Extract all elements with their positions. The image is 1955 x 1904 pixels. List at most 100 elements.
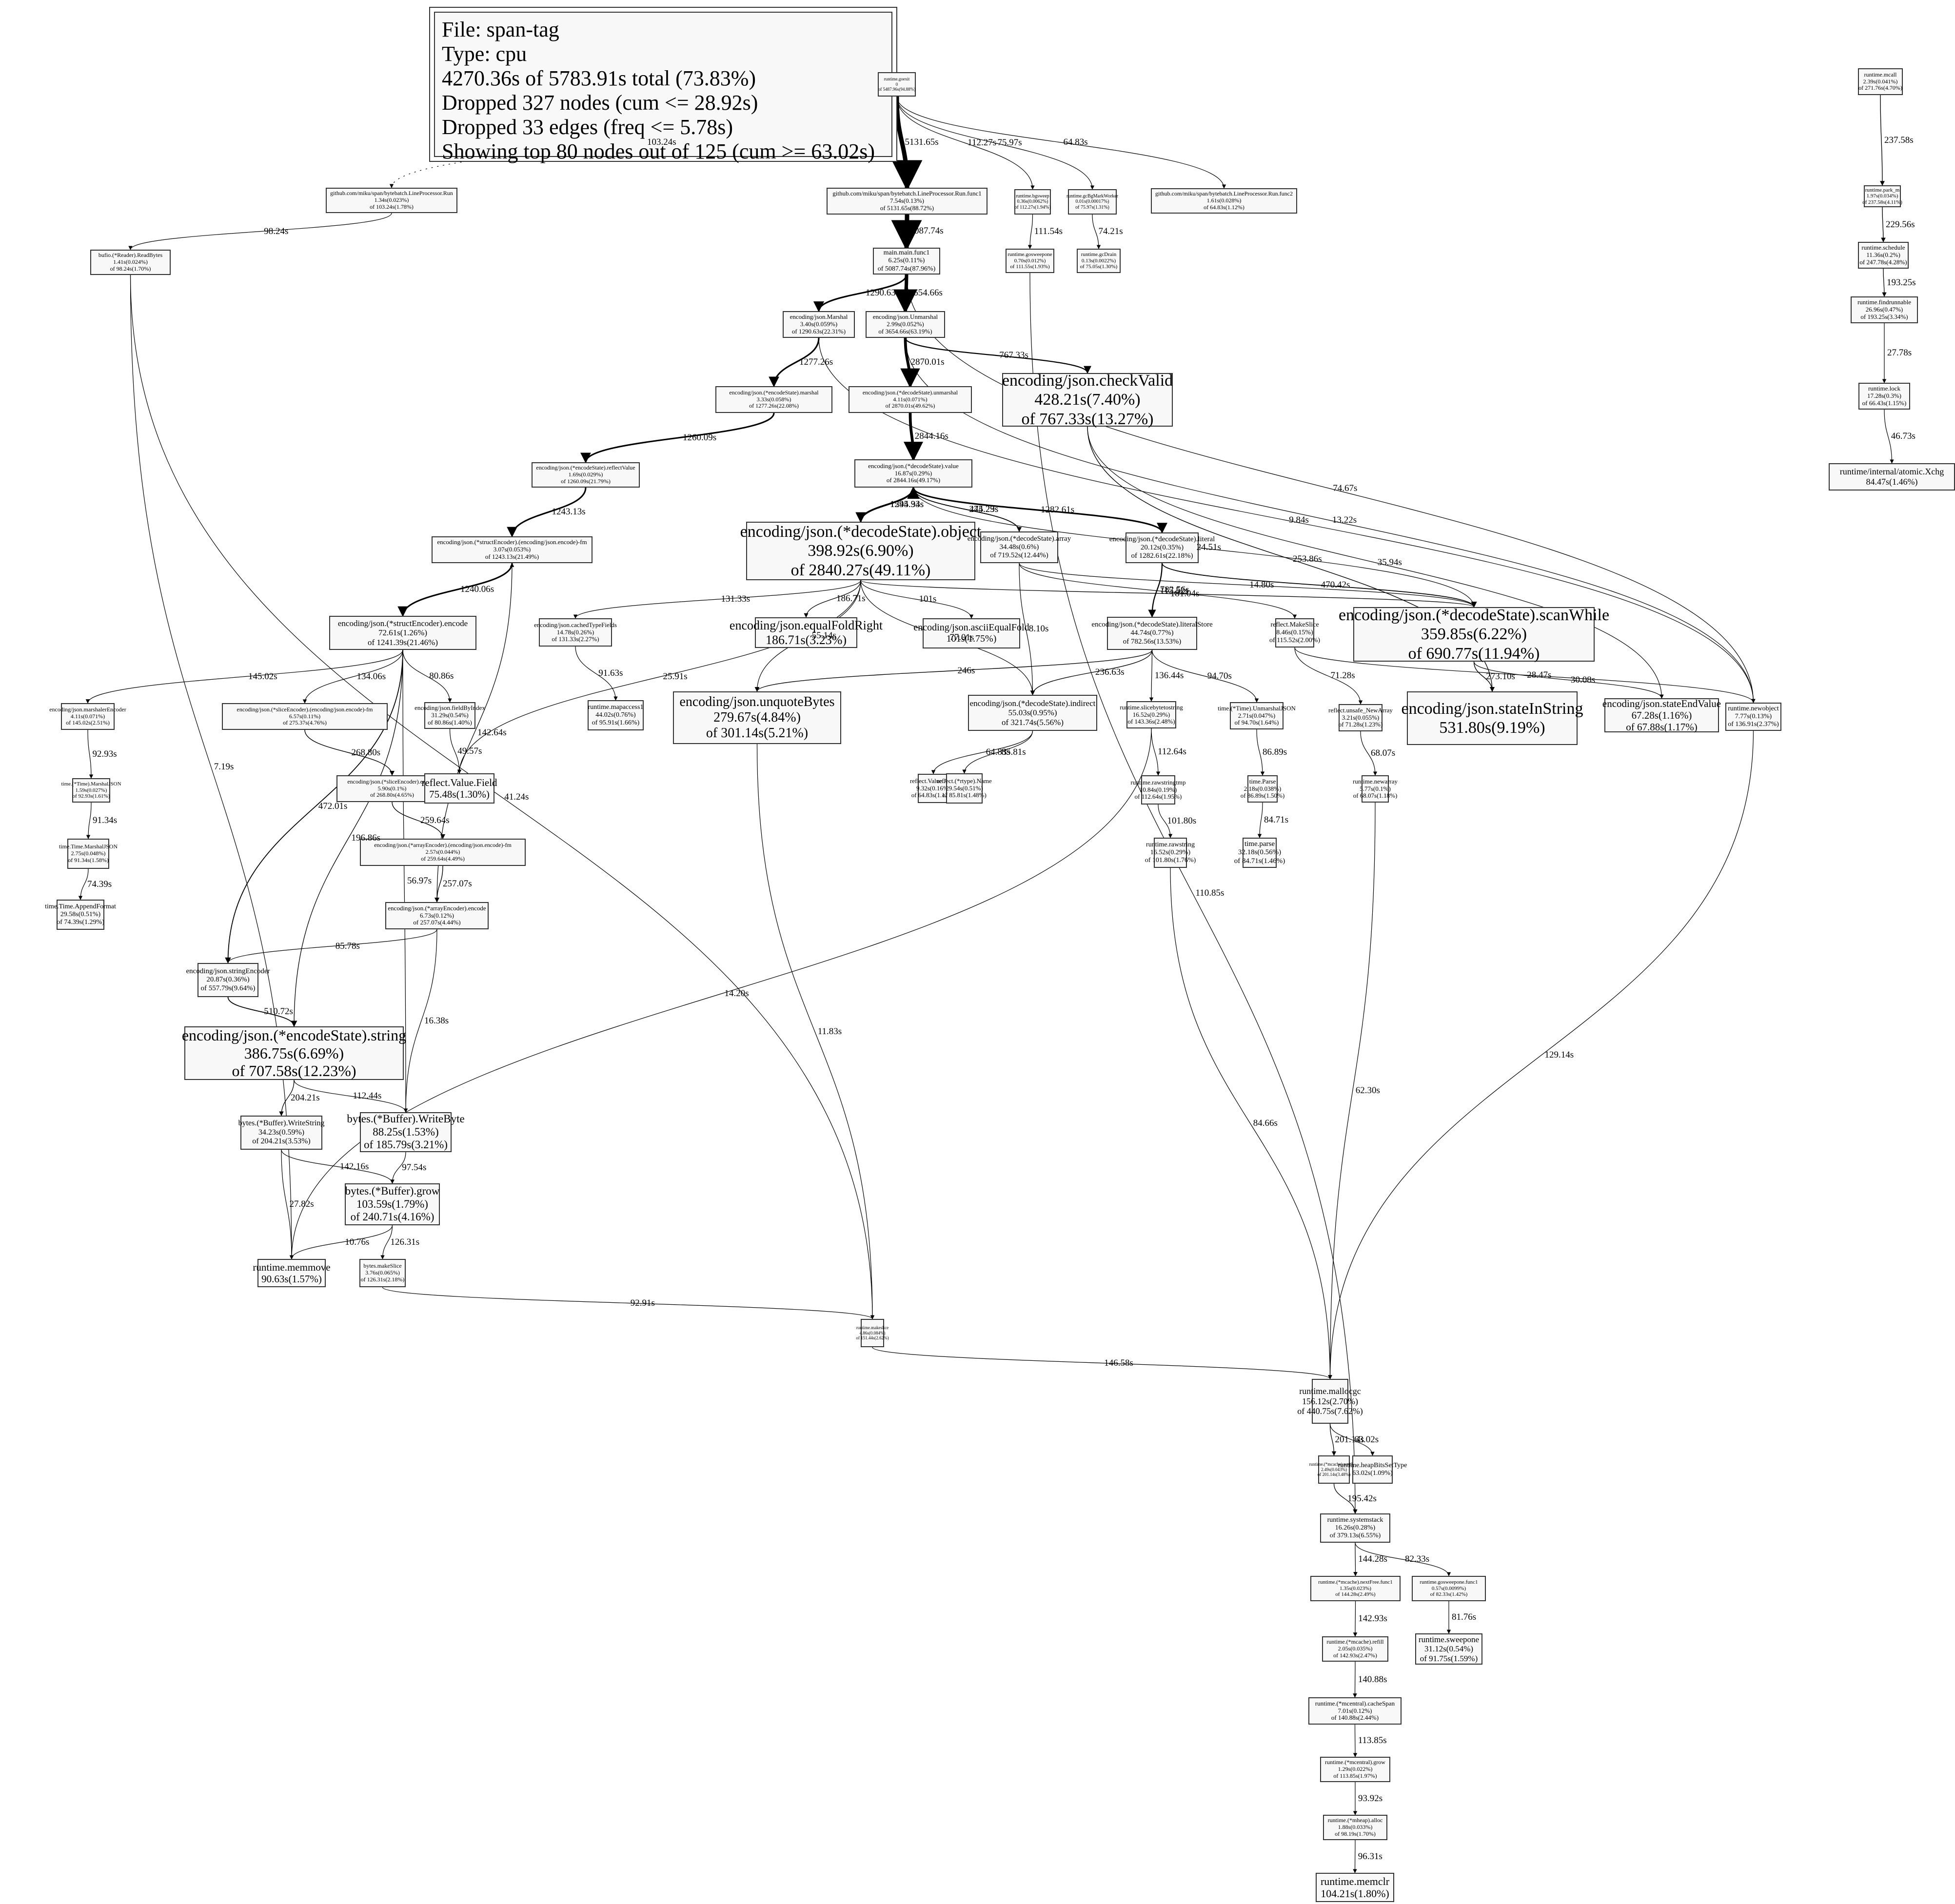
node-github-com-miku-span-bytebatch-lineprocessor-run[interactable]: github.com/miku/span/bytebatch.LineProce…: [326, 188, 457, 213]
edge-label: 112.27s: [968, 137, 997, 148]
node-function-name: encoding/json.unquoteBytes: [679, 694, 835, 709]
node-encoding-json-arrayencoder-encoding-json-encode-fm[interactable]: encoding/json.(*arrayEncoder).(encoding/…: [360, 839, 526, 866]
node-cum-time: of 67.88s(1.17%): [1626, 721, 1698, 733]
node-cum-time: of 440.75s(7.62%): [1297, 1406, 1363, 1416]
node-cum-time: of 103.24s(1.78%): [370, 203, 414, 210]
edge-label: 273.10s: [1486, 671, 1515, 682]
node-flat-time: 2.18s(0.038%): [1244, 785, 1282, 792]
node-encoding-json-decodestate-literalstore[interactable]: encoding/json.(*decodeState).literalStor…: [1091, 617, 1213, 650]
node-flat-time: 2.57s(0.044%): [425, 848, 460, 856]
edge-label: 5087.74s: [909, 226, 944, 236]
node-cum-time: of 1277.26s(22.08%): [749, 402, 799, 410]
node-encoding-json-sliceencoder-encoding-json-encode-fm[interactable]: encoding/json.(*sliceEncoder).(encoding/…: [222, 703, 388, 730]
node-function-name: encoding/json.marshalerEncoder: [49, 706, 126, 713]
node-function-name: runtime.mcall: [1864, 71, 1897, 78]
node-encoding-json-structencoder-encoding-json-encode-fm[interactable]: encoding/json.(*structEncoder).(encoding…: [432, 536, 592, 563]
edge-label: 470.42s: [1321, 580, 1350, 590]
node-function-name: encoding/json.(*decodeState).array: [967, 534, 1071, 543]
edge-label: 145.02s: [248, 671, 277, 682]
edge-label: 253.86s: [1293, 553, 1322, 564]
edge-encMarshal-to-reflectValue: [580, 412, 775, 464]
node-github-com-miku-span-bytebatch-lineprocessor-run-func2[interactable]: github.com/miku/span/bytebatch.LineProce…: [1151, 188, 1297, 214]
node-function-name: encoding/json.(*decodeState).value: [868, 462, 959, 470]
node-github-com-miku-span-bytebatch-lineprocessor-run-func1[interactable]: github.com/miku/span/bytebatch.LineProce…: [827, 188, 987, 215]
node-cum-time: of 5131.65s(88.72%): [880, 204, 934, 212]
node-encoding-json-encodestate-reflectvalue[interactable]: encoding/json.(*encodeState).reflectValu…: [532, 462, 640, 488]
edge-label: 71.28s: [1330, 670, 1355, 681]
node-flat-time: 44.02s(0.76%): [595, 711, 636, 719]
